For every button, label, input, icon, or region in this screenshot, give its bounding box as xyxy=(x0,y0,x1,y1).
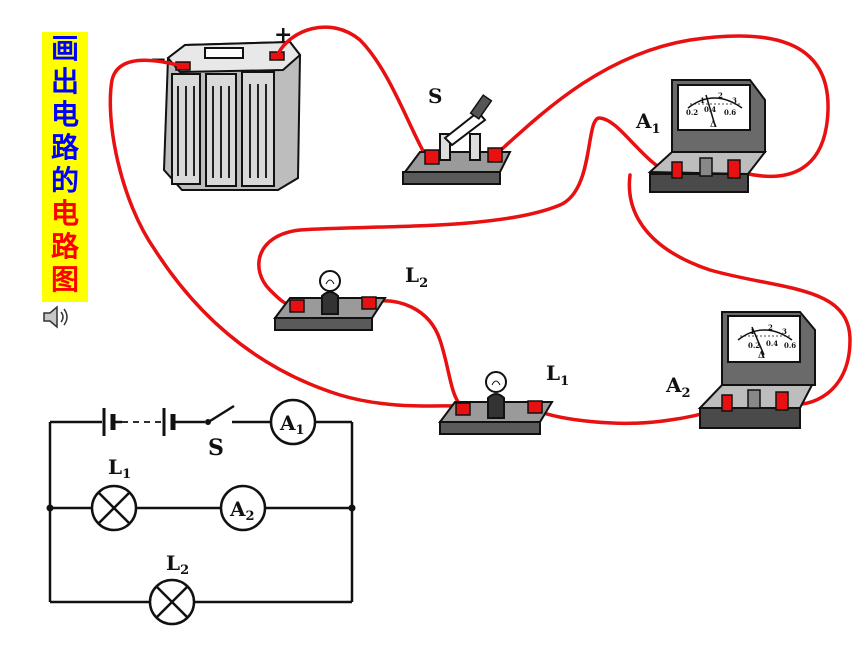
a2-scale-06: 0.6 xyxy=(784,341,796,350)
a2-scale-04: 0.4 xyxy=(766,339,778,348)
schematic-l1-label: L1 xyxy=(108,455,131,482)
wire-battery-neg-to-l1 xyxy=(108,58,464,408)
schematic-a2-symbol xyxy=(219,484,267,532)
title-banner: 画 出 电 路 的 电 路 图 xyxy=(42,32,88,302)
a1-scale-1: 1 xyxy=(700,96,705,105)
schematic-a2-label: A2 xyxy=(229,497,255,524)
lamp-l2-icon xyxy=(273,270,387,331)
circuit-schematic xyxy=(48,420,354,604)
lamp-l2-label: L2 xyxy=(405,263,428,291)
svg-text:−: − xyxy=(150,47,167,71)
a1-scale-3: 3 xyxy=(732,96,737,105)
wire-battery-pos-to-switch xyxy=(276,25,430,162)
wire-switch-to-a1-right xyxy=(490,34,830,179)
title-char: 画 xyxy=(50,32,79,65)
lamp-l1-icon xyxy=(438,371,554,435)
a2-scale-02: 0.2 xyxy=(748,341,760,350)
title-char: 路 xyxy=(50,131,79,164)
a1-scale-2: 2 xyxy=(718,91,723,100)
a2-scale-3: 3 xyxy=(782,327,787,336)
a1-scale-04: 0.4 xyxy=(704,105,716,114)
ammeter-a1-icon xyxy=(647,79,768,193)
title-char: 的 xyxy=(50,164,79,197)
a1-scale-02: 0.2 xyxy=(686,108,698,117)
ammeter-a2-icon xyxy=(697,311,816,429)
a2-scale-1: 1 xyxy=(750,327,755,336)
switch-label: S xyxy=(428,84,442,108)
speaker-icon[interactable] xyxy=(40,304,74,330)
schematic-l2-label: L2 xyxy=(166,551,189,578)
a1-delta: Δ xyxy=(710,120,717,130)
title-char: 电 xyxy=(50,98,79,131)
ammeter-a2-label: A2 xyxy=(665,373,691,401)
wire-l2-to-l1 xyxy=(363,299,464,409)
knife-switch-icon xyxy=(402,94,512,185)
a2-delta: Δ xyxy=(758,351,765,361)
schematic-switch-label: S xyxy=(208,435,224,461)
schematic-a1-symbol xyxy=(269,398,317,446)
schematic-battery-symbol xyxy=(102,408,176,436)
wire-l1-to-a2 xyxy=(533,406,724,425)
title-char: 图 xyxy=(50,263,79,296)
schematic-switch-symbol xyxy=(205,404,235,425)
wire-a1-to-l2 xyxy=(257,116,674,308)
a1-scale-06: 0.6 xyxy=(724,108,736,117)
a2-scale-2: 2 xyxy=(768,323,773,332)
title-char: 出 xyxy=(50,65,79,98)
ammeter-a1-label: A1 xyxy=(635,109,661,137)
battery-icon: − + xyxy=(150,22,302,191)
schematic-a1-label: A1 xyxy=(279,411,305,438)
schematic-l1-lamp-symbol xyxy=(90,484,138,532)
schematic-l2-lamp-symbol xyxy=(148,578,196,626)
title-char: 路 xyxy=(50,230,79,263)
title-char: 电 xyxy=(50,197,79,230)
lamp-l1-label: L1 xyxy=(546,361,569,389)
schematic-junctions xyxy=(46,504,356,512)
wire-a1-to-a2 xyxy=(627,173,852,407)
